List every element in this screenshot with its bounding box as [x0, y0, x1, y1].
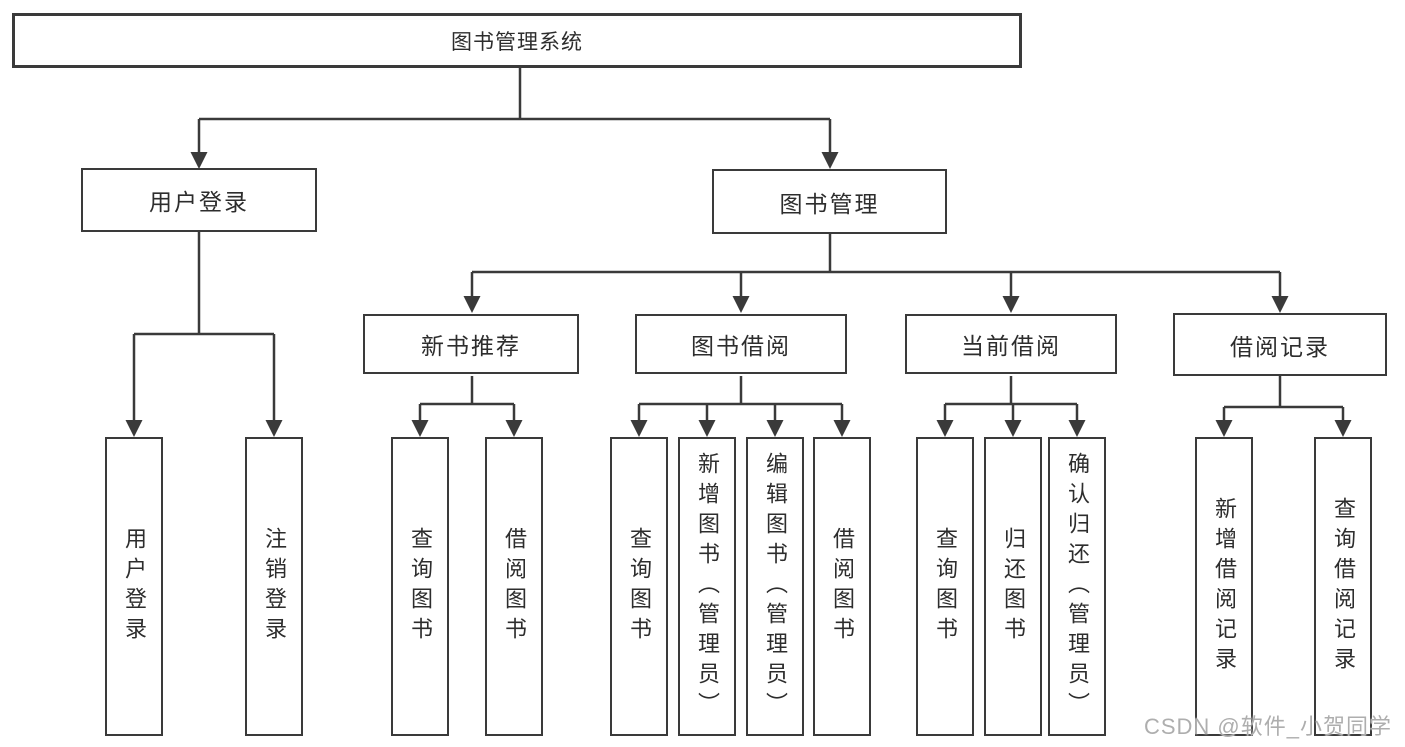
- node-root: 图书管理系统: [12, 13, 1022, 68]
- leaf-edit-book-admin: 编辑图书（管理员）: [746, 437, 804, 736]
- leaf-return-book: 归还图书: [984, 437, 1042, 736]
- leaf-query-book-newrec-label: 查询图书: [408, 526, 433, 647]
- arrowheads-currentborrow-leaves: [936, 420, 1086, 437]
- node-user-login: 用户登录: [81, 168, 317, 232]
- arrowheads-newbook-leaves: [411, 420, 523, 437]
- connector-userlogin-to-leaves: [132, 232, 276, 422]
- arrowheads-level2: [190, 152, 839, 169]
- connector-root-to-level2: [197, 68, 832, 154]
- connector-borrowrecord-to-leaves: [1222, 376, 1345, 422]
- arrowheads-bookborrow-leaves: [630, 420, 851, 437]
- leaf-user-login-label: 用户登录: [122, 526, 147, 647]
- leaf-borrow-book2: 借阅图书: [813, 437, 871, 736]
- leaf-borrow-book2-label: 借阅图书: [830, 526, 855, 647]
- connector-bookborrow-to-leaves: [637, 376, 844, 422]
- node-new-book-recommend: 新书推荐: [363, 314, 579, 374]
- node-current-borrow-label: 当前借阅: [961, 333, 1061, 359]
- leaf-confirm-return-admin-label: 确认归还（管理员）: [1065, 451, 1090, 722]
- arrowheads-borrowrecord-leaves: [1215, 420, 1352, 437]
- node-current-borrow: 当前借阅: [905, 314, 1117, 374]
- leaf-borrow-book-newrec-label: 借阅图书: [502, 526, 527, 647]
- leaf-logout: 注销登录: [245, 437, 303, 736]
- leaf-query-book-borrow-label: 查询图书: [627, 526, 652, 647]
- connector-newbook-to-leaves: [418, 376, 516, 422]
- node-book-management: 图书管理: [712, 169, 947, 234]
- node-new-book-recommend-label: 新书推荐: [421, 333, 521, 359]
- leaf-user-login: 用户登录: [105, 437, 163, 736]
- node-borrow-record: 借阅记录: [1173, 313, 1387, 376]
- leaf-borrow-book-newrec: 借阅图书: [485, 437, 543, 736]
- arrowheads-userlogin-leaves: [125, 420, 283, 437]
- leaf-confirm-return-admin: 确认归还（管理员）: [1048, 437, 1106, 736]
- leaf-return-book-label: 归还图书: [1001, 526, 1026, 647]
- leaf-add-borrow-record-label: 新增借阅记录: [1212, 496, 1237, 677]
- leaf-query-book-current: 查询图书: [916, 437, 974, 736]
- leaf-query-book-current-label: 查询图书: [933, 526, 958, 647]
- node-book-borrow: 图书借阅: [635, 314, 847, 374]
- node-book-management-label: 图书管理: [779, 190, 880, 217]
- connector-currentborrow-to-leaves: [943, 376, 1079, 422]
- connector-bookmgmt-to-level3: [470, 234, 1282, 298]
- node-book-borrow-label: 图书借阅: [691, 333, 791, 359]
- node-root-label: 图书管理系统: [451, 30, 583, 54]
- arrowheads-level3: [463, 296, 1289, 313]
- leaf-edit-book-admin-label: 编辑图书（管理员）: [763, 451, 788, 722]
- leaf-query-borrow-record-label: 查询借阅记录: [1331, 496, 1356, 677]
- leaf-add-book-admin-label: 新增图书（管理员）: [695, 451, 720, 722]
- leaf-query-borrow-record: 查询借阅记录: [1314, 437, 1372, 736]
- node-user-login-label: 用户登录: [149, 189, 249, 215]
- csdn-watermark: CSDN @软件_小贺同学: [1143, 714, 1392, 739]
- leaf-query-book-newrec: 查询图书: [391, 437, 449, 736]
- leaf-query-book-borrow: 查询图书: [610, 437, 668, 736]
- node-borrow-record-label: 借阅记录: [1230, 333, 1330, 360]
- leaf-add-book-admin: 新增图书（管理员）: [678, 437, 736, 736]
- leaf-add-borrow-record: 新增借阅记录: [1195, 437, 1253, 736]
- leaf-logout-label: 注销登录: [262, 526, 287, 647]
